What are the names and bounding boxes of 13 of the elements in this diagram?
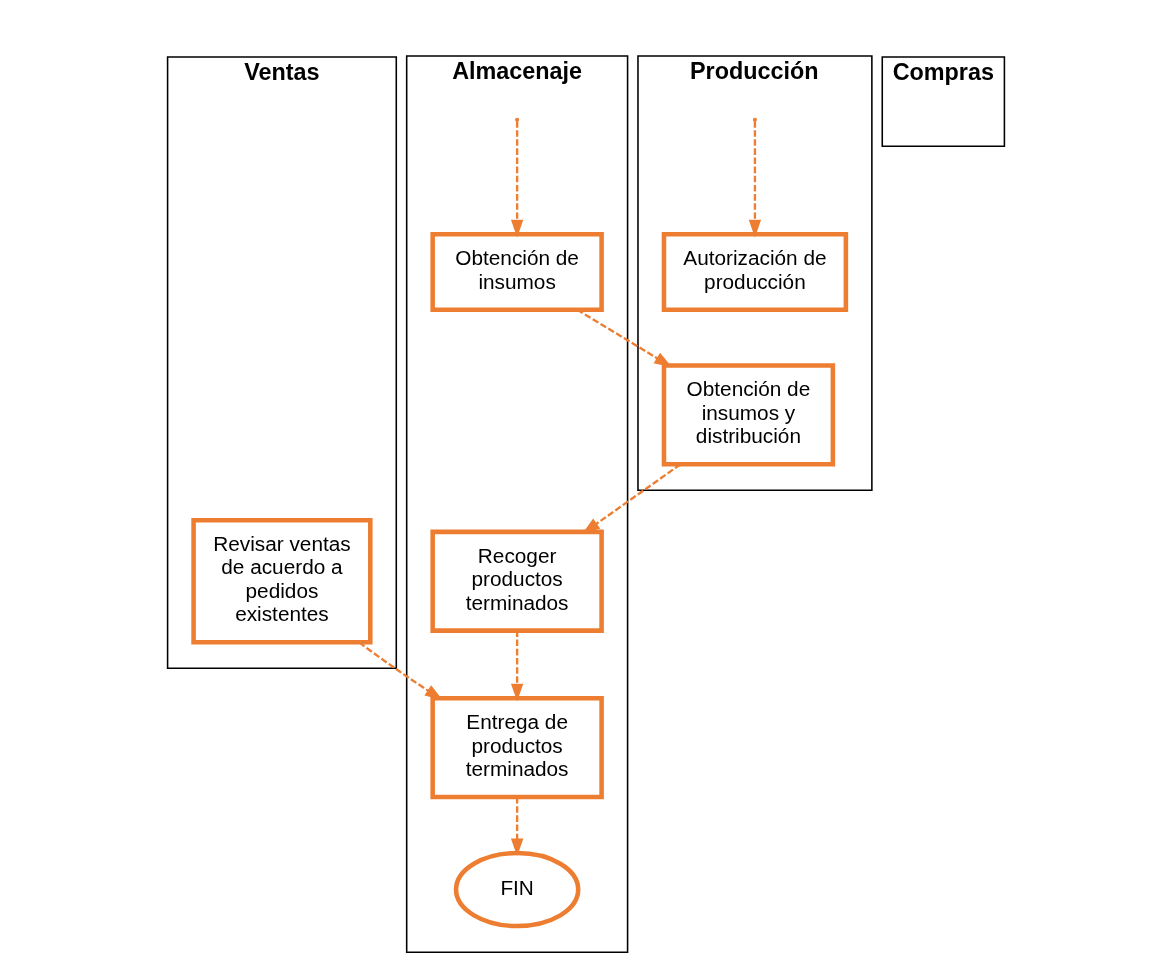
- arrow: [748, 121, 762, 238]
- arrow: [510, 797, 524, 857]
- node-box: Obtención de insumos: [430, 232, 604, 312]
- node-box: Autorización de producción: [661, 232, 849, 312]
- node-box: Compras: [881, 56, 1006, 148]
- node-ellipse: FIN: [453, 850, 581, 929]
- node-box: Obtención de insumos y distribución: [661, 363, 836, 467]
- node-box: Recoger productos terminados: [430, 529, 604, 633]
- arrow: [510, 630, 524, 702]
- node-box: Entrega de productos terminados: [430, 695, 604, 800]
- arrow: [576, 308, 672, 368]
- node-box: Revisar ventas de acuerdo a pedidos existentes: [191, 517, 373, 645]
- arrow: [510, 121, 524, 238]
